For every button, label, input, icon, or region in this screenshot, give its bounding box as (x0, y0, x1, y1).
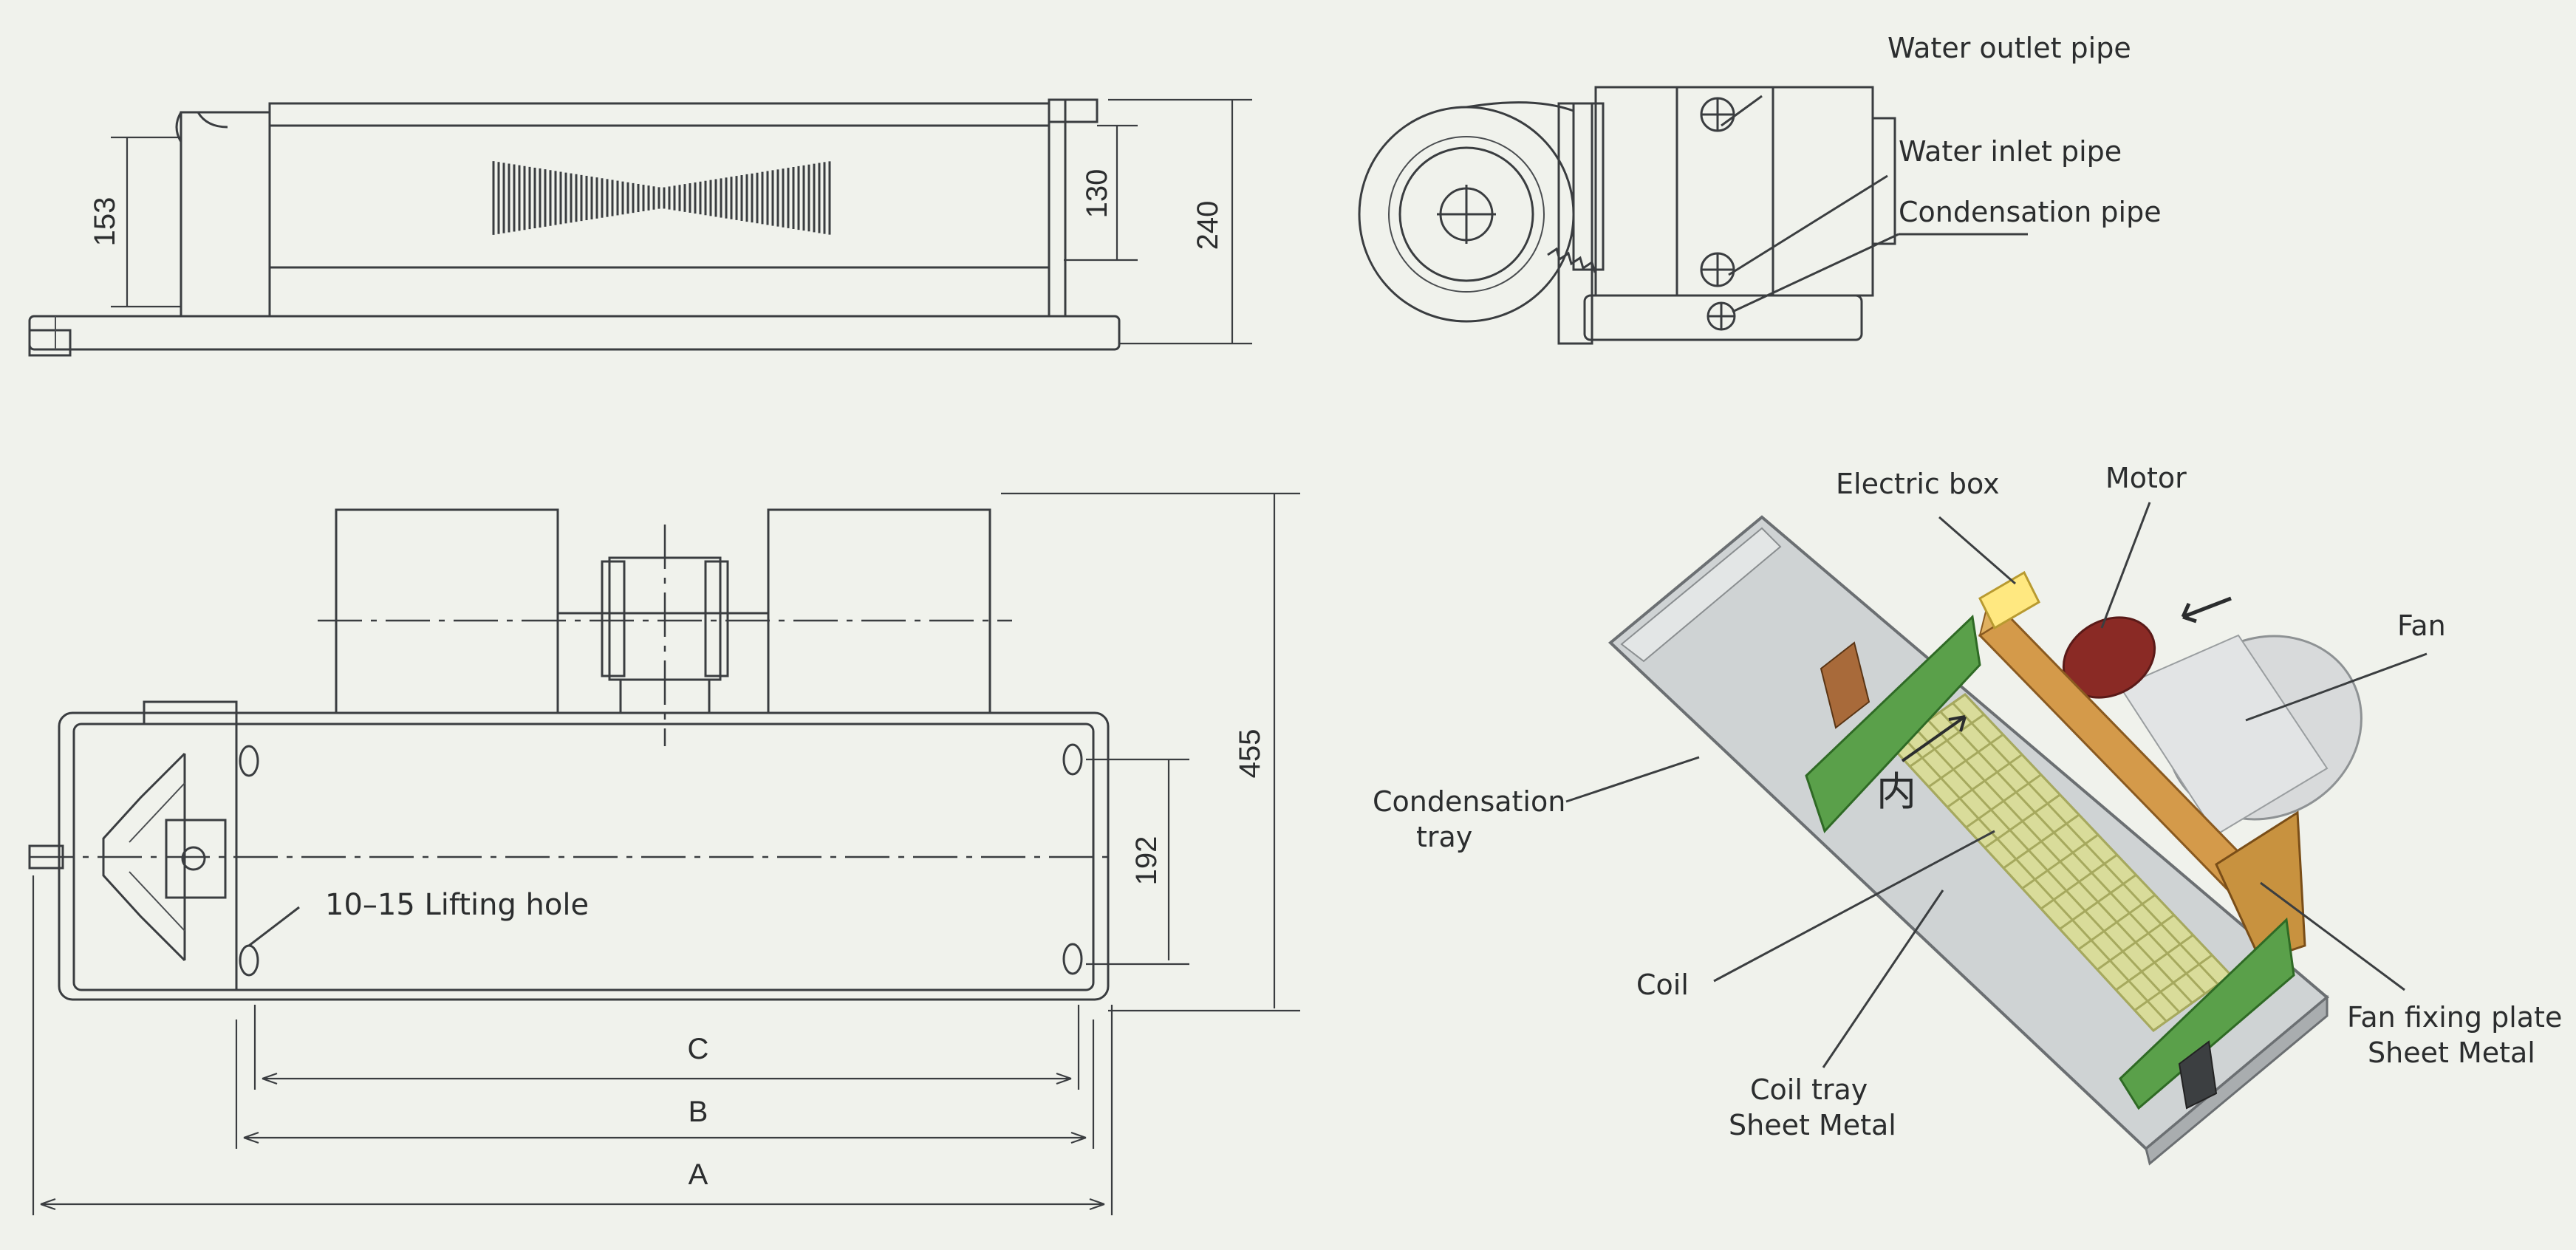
blower-right (767, 508, 991, 714)
dim-a-line (40, 1198, 1105, 1211)
right-flange (1048, 98, 1067, 318)
coil-tube (1952, 702, 2219, 986)
leader-coil-tray (1822, 889, 1944, 1068)
dim-455-label: 455 (1234, 729, 1266, 779)
leader-electric-box (1938, 516, 2016, 585)
inner-mark: 内 (1876, 768, 1916, 815)
label-motor: Motor (2105, 462, 2187, 494)
lifting-hole-tl (239, 745, 259, 777)
dim-b-label: B (689, 1096, 708, 1128)
left-bracket (180, 111, 271, 318)
dim-240-label: 240 (1192, 201, 1224, 250)
coil-fins (1890, 693, 2232, 1032)
leader-condensation (1732, 233, 1899, 313)
leader-condensation-tray (1565, 756, 1700, 803)
coil-tube (1890, 745, 2155, 1032)
label-condensation-tray-2: tray (1416, 821, 1472, 853)
dim-c-label: C (688, 1033, 709, 1065)
dim-b-line (243, 1131, 1087, 1144)
label-condensation-tray-1: Condensation (1373, 785, 1565, 818)
coil-tube (1902, 737, 2167, 1022)
leader-water-inlet (1728, 174, 1888, 276)
airflow-arrow-outer (2181, 596, 2232, 624)
coil-tube (1915, 728, 2181, 1014)
valve (165, 819, 227, 899)
dim-153-label: 153 (89, 197, 121, 247)
label-coil: Coil (1636, 969, 1689, 1001)
unit-body (268, 102, 1050, 269)
airflow-arrow-inner (1901, 715, 1967, 762)
dim-130-label: 130 (1081, 169, 1113, 219)
dim-a-label: A (689, 1158, 708, 1191)
coil-tube (1927, 719, 2193, 1004)
front-elevation-view: 153 130 240 (28, 98, 1252, 357)
condensation-fitting (1706, 301, 1736, 331)
label-electric-box: Electric box (1836, 468, 2000, 500)
dim-c-line (262, 1072, 1072, 1085)
label-coil-tray-2: Sheet Metal (1729, 1109, 1896, 1141)
spring (1547, 247, 1596, 273)
label-fan-plate-1: Fan fixing plate (2347, 1001, 2562, 1034)
label-fan: Fan (2397, 609, 2446, 642)
water-outlet-fitting (1700, 97, 1735, 132)
lifting-hole-note: 10–15 Lifting hole (325, 888, 589, 922)
coil-tube (1964, 693, 2232, 977)
label-water-inlet-pipe: Water inlet pipe (1899, 135, 2122, 168)
leader-water-outlet (1721, 95, 1763, 127)
label-coil-tray-1: Coil tray (1750, 1073, 1868, 1106)
assembly-3d-view: 内 Electric box Motor Fan Condensation tr… (1373, 462, 2562, 1166)
label-fan-plate-2: Sheet Metal (2368, 1036, 2535, 1069)
base-plate-stub (28, 329, 72, 357)
lifting-hole-bl (239, 944, 259, 977)
side-tray (1583, 294, 1863, 341)
label-water-outlet-pipe: Water outlet pipe (1887, 32, 2131, 64)
fan-housing-inner (1398, 146, 1534, 282)
green-end-plate-bottom (2119, 917, 2295, 1110)
base-plate (28, 315, 1121, 351)
blower-left (335, 508, 559, 714)
leader-fan (2245, 652, 2428, 722)
leader-coil (1713, 830, 1995, 983)
grille-pattern (492, 161, 831, 235)
lifting-hole-tr (1062, 743, 1083, 776)
dim-192-label: 192 (1130, 836, 1163, 886)
leader-motor (2100, 502, 2151, 629)
water-inlet-fitting (1700, 252, 1735, 287)
lifting-hole-br (1062, 943, 1083, 975)
side-view: Water outlet pipe Water inlet pipe Conde… (1358, 32, 2162, 345)
coil-tube (1939, 711, 2207, 995)
leader-fan-plate (2260, 881, 2405, 991)
electric-box-shape (1978, 570, 2040, 630)
plan-view: 10–15 Lifting hole 192 455 C B A (28, 492, 1300, 1215)
label-condensation-pipe: Condensation pipe (1899, 196, 2162, 228)
green-end-plate-top (1805, 614, 1981, 833)
